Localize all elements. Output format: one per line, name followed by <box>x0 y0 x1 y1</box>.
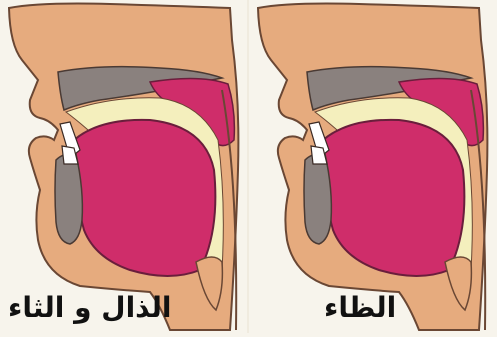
panel-right-diagram <box>249 0 497 333</box>
panel-left-diagram <box>0 0 248 333</box>
caption-right: الظاء <box>324 294 396 322</box>
caption-left: الذال و الثاء <box>8 294 171 322</box>
